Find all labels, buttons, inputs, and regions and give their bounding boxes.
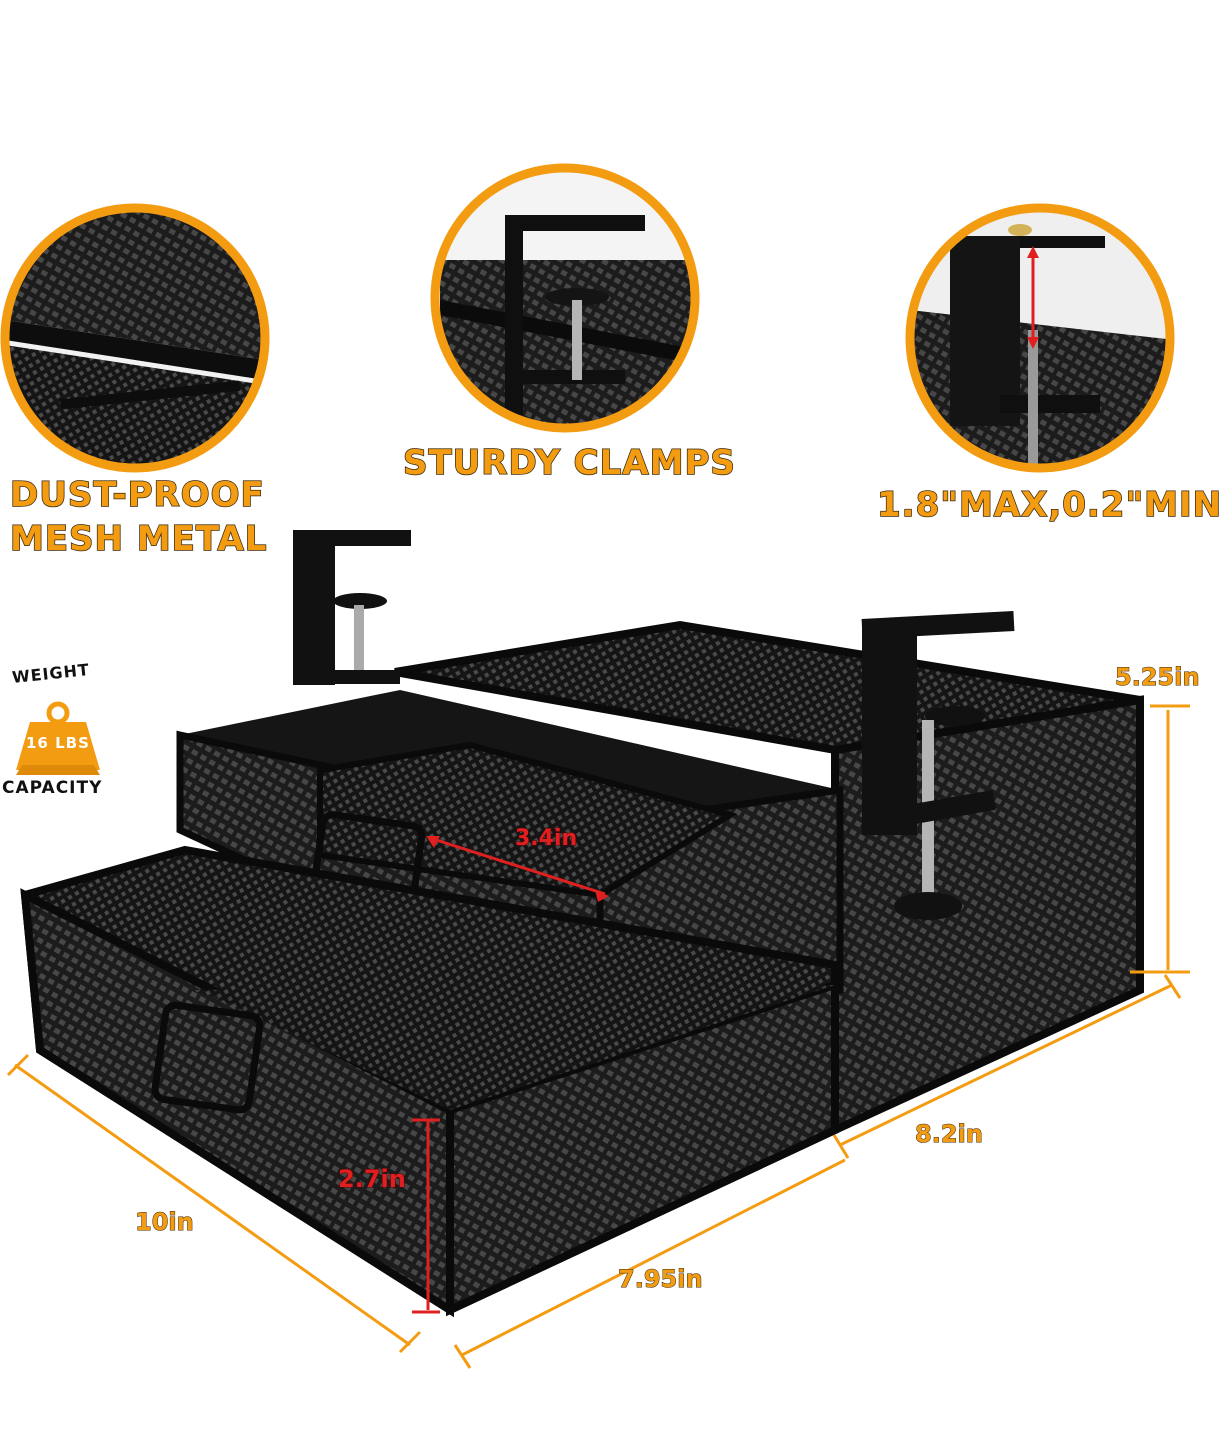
height-label: 5.25in (1115, 663, 1201, 692)
tray-width-line (429, 836, 606, 896)
clamps-label: STURDY CLAMPS (402, 443, 736, 483)
desk-organizer-product (20, 530, 1144, 1318)
mesh-label-line1: DUST-PROOF (9, 475, 265, 515)
clamp-range-label: 1.8"MAX,0.2"MIN (876, 485, 1222, 525)
depth-label: 8.2in (915, 1120, 984, 1149)
width-label: 10in (135, 1208, 195, 1237)
drawer-height-label: 2.7in (338, 1165, 407, 1194)
weight-icon (16, 701, 100, 775)
front-width-dimension-line (461, 1158, 846, 1357)
width-dimension-line (14, 1063, 411, 1347)
weight-bottom-text: CAPACITY (2, 778, 103, 798)
clamp-range-closeup-circle (905, 203, 1175, 473)
weight-value: 16 LBS (26, 734, 90, 752)
mesh-label-line2: MESH METAL (9, 519, 268, 559)
depth-dimension-line (839, 983, 1173, 1147)
front-width-label: 7.95in (618, 1265, 704, 1294)
clamp-closeup-circle (430, 163, 700, 433)
tray-width-label: 3.4in (514, 826, 578, 852)
mesh-closeup-circle (0, 203, 270, 473)
dimension-lines (6, 704, 1190, 1369)
red-measure-lines (412, 836, 609, 1314)
